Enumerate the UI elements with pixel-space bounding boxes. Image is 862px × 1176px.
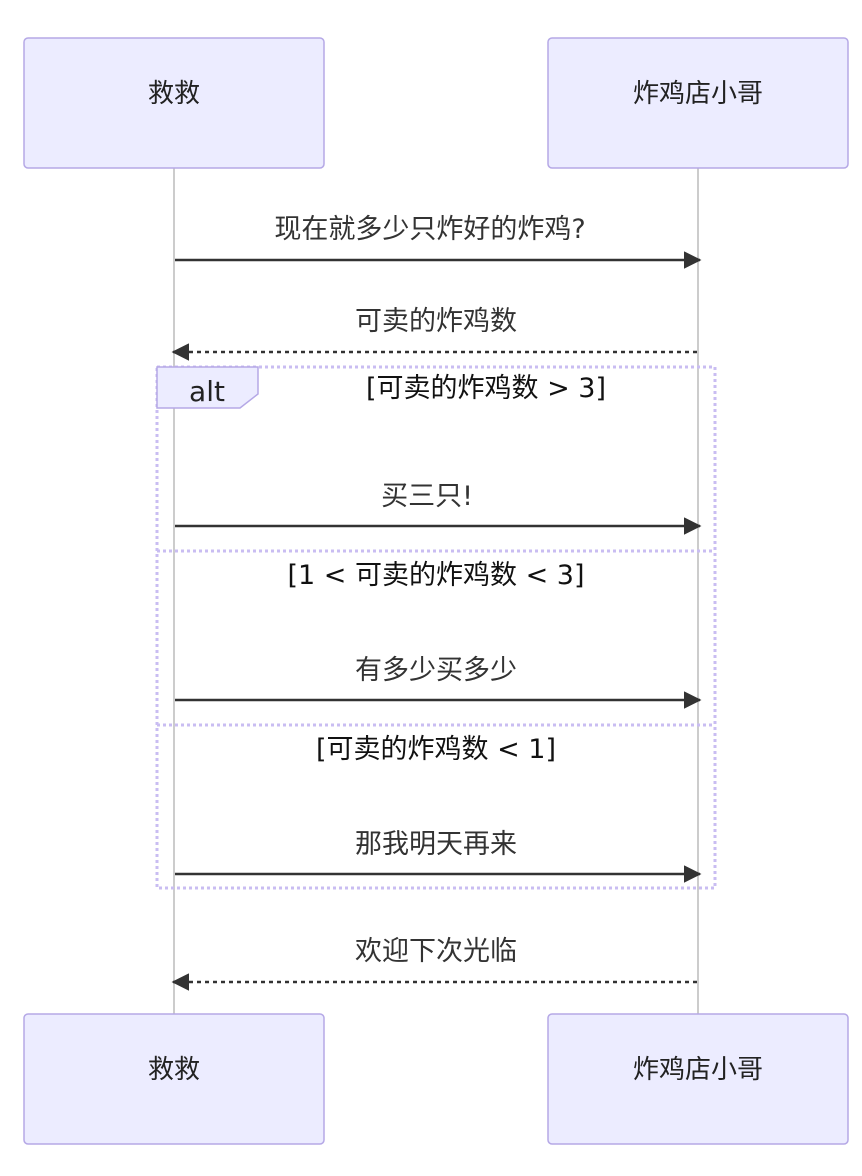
actor-right-top-label: 炸鸡店小哥 — [633, 79, 763, 109]
actor-right-top[interactable]: 炸鸡店小哥 — [547, 37, 849, 169]
message-3-label: 买三只! — [381, 481, 473, 512]
actor-right-bottom-label: 炸鸡店小哥 — [633, 1055, 763, 1085]
alt-frame: alt [可卖的炸鸡数 > 3] [1 < 可卖的炸鸡数 < 3] [可卖的炸鸡… — [155, 365, 717, 890]
actor-right-bottom[interactable]: 炸鸡店小哥 — [547, 1013, 849, 1145]
message-2-label: 可卖的炸鸡数 — [355, 306, 517, 337]
alt-condition-1: [可卖的炸鸡数 > 3] — [366, 373, 606, 404]
alt-label-tag — [156, 366, 259, 409]
alt-label: alt — [189, 375, 225, 408]
alt-condition-2: [1 < 可卖的炸鸡数 < 3] — [288, 560, 585, 591]
actor-left-bottom[interactable]: 救救 — [23, 1013, 325, 1145]
alt-condition-3: [可卖的炸鸡数 < 1] — [316, 734, 556, 765]
actor-left-bottom-label: 救救 — [148, 1055, 200, 1085]
message-6-label: 欢迎下次光临 — [355, 936, 517, 967]
actor-left-top[interactable]: 救救 — [23, 37, 325, 169]
message-5-label: 那我明天再来 — [355, 829, 517, 860]
actor-left-top-label: 救救 — [148, 79, 200, 109]
message-4-label: 有多少买多少 — [355, 655, 517, 686]
message-1-label: 现在就多少只炸好的炸鸡? — [274, 214, 585, 245]
